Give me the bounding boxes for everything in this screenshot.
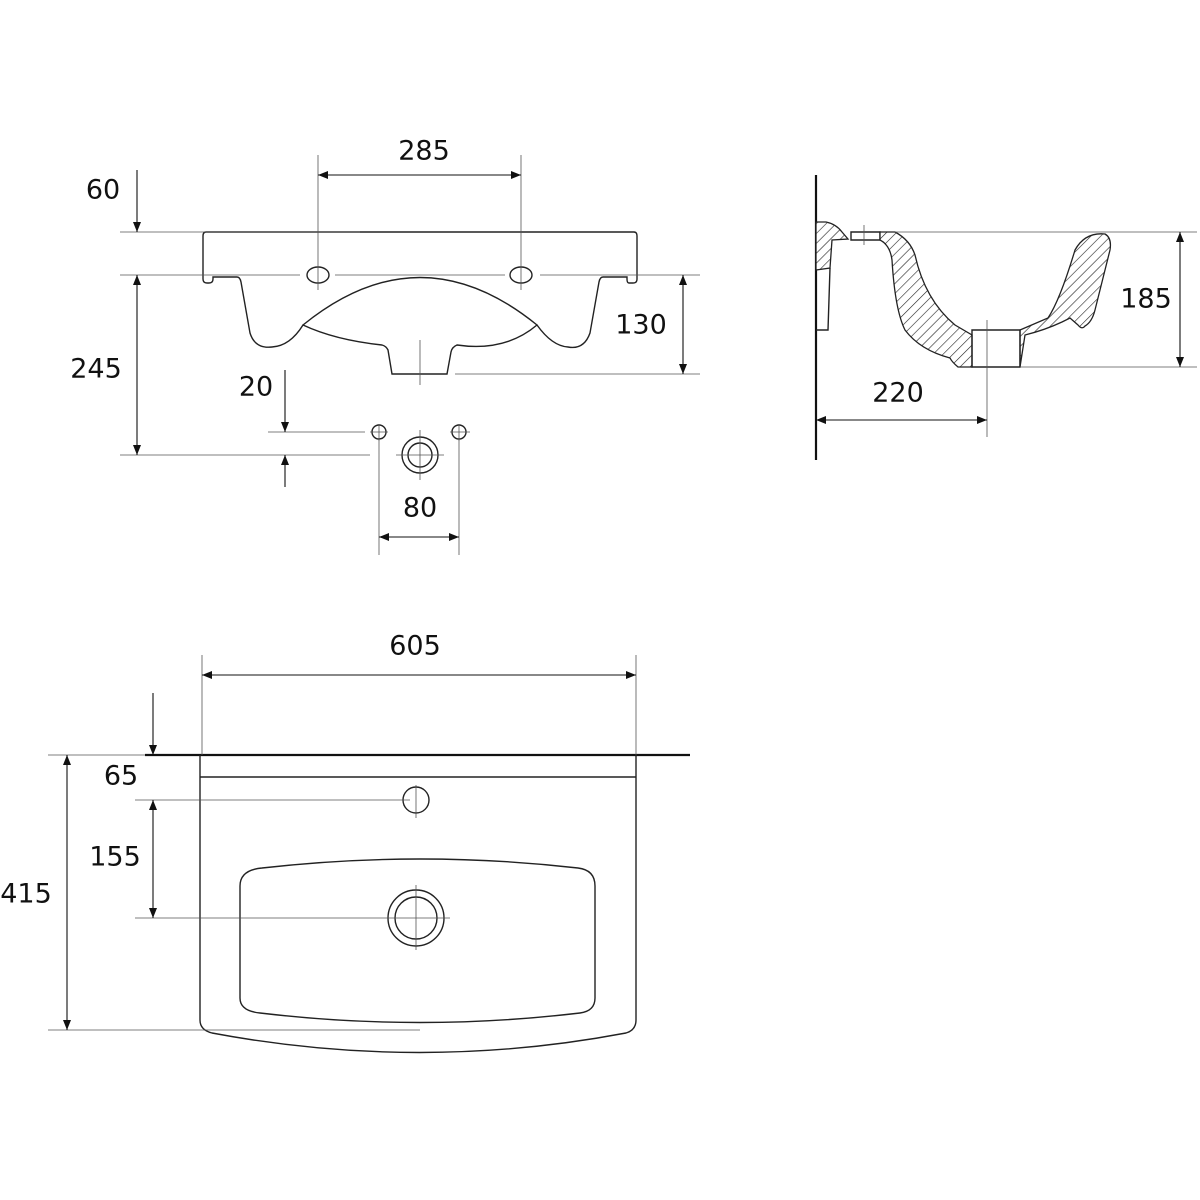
dim-285: 285	[398, 136, 450, 167]
dim-130: 130	[615, 310, 667, 341]
dim-245: 245	[70, 354, 122, 385]
side-front-section	[879, 231, 973, 368]
side-rear-section	[815, 221, 850, 271]
dim-185: 185	[1120, 284, 1172, 315]
dim-605: 605	[389, 631, 441, 662]
front-bowl-arc	[302, 276, 538, 326]
front-view: 285 60 245 130 20 80	[70, 136, 700, 555]
side-view: 185 220	[814, 175, 1197, 460]
top-bowl-outline	[239, 858, 596, 1024]
dim-415: 415	[0, 879, 52, 910]
dim-65: 65	[104, 761, 138, 792]
dim-60: 60	[86, 175, 120, 206]
dim-20: 20	[239, 372, 273, 403]
dim-155: 155	[89, 842, 141, 873]
side-back-section	[1019, 233, 1112, 368]
dim-80: 80	[403, 493, 437, 524]
top-basin-outline	[199, 755, 637, 1054]
top-view: 605 65 155 415	[0, 631, 690, 1054]
front-basin-outline	[202, 231, 638, 375]
dim-220: 220	[872, 378, 924, 409]
